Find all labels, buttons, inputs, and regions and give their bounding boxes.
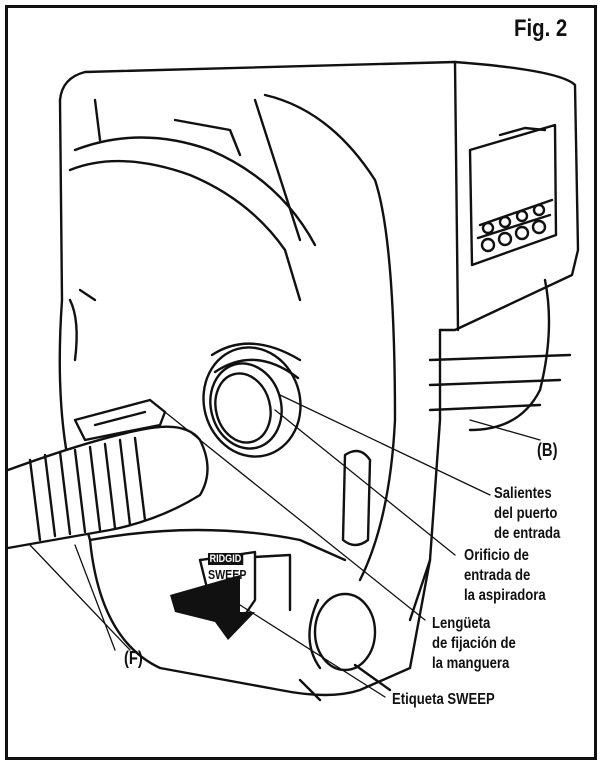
label-orificio-line: entrada de xyxy=(464,567,531,584)
label-salientes-line: del puerto xyxy=(494,505,558,522)
label-lengueta-line: la manguera xyxy=(432,655,510,672)
label-f: (F) xyxy=(124,648,143,668)
label-orificio-line: la aspiradora xyxy=(464,587,546,604)
figure-title: Fig. 2 xyxy=(514,15,568,42)
label-lengueta-line: de fijación de xyxy=(432,635,516,652)
label-salientes-line: Salientes xyxy=(494,485,552,502)
motor-head xyxy=(58,60,580,332)
tank-body xyxy=(58,98,432,697)
label-orificio-line: Orificio de xyxy=(464,547,529,564)
vacuum-inlet-port xyxy=(202,346,302,458)
label-b: (B) xyxy=(537,440,558,460)
label-salientes-line: de entrada xyxy=(494,525,561,542)
label-lengueta-line: Lengüeta xyxy=(432,615,491,632)
sticker-brand: RIDGID xyxy=(208,553,243,565)
sticker-word: SWEEP xyxy=(208,567,247,582)
label-etiqueta-sweep: Etiqueta SWEEP xyxy=(392,691,495,708)
leader-lines xyxy=(29,394,541,698)
sweep-arrow xyxy=(170,575,255,640)
hose-tab xyxy=(73,398,167,442)
